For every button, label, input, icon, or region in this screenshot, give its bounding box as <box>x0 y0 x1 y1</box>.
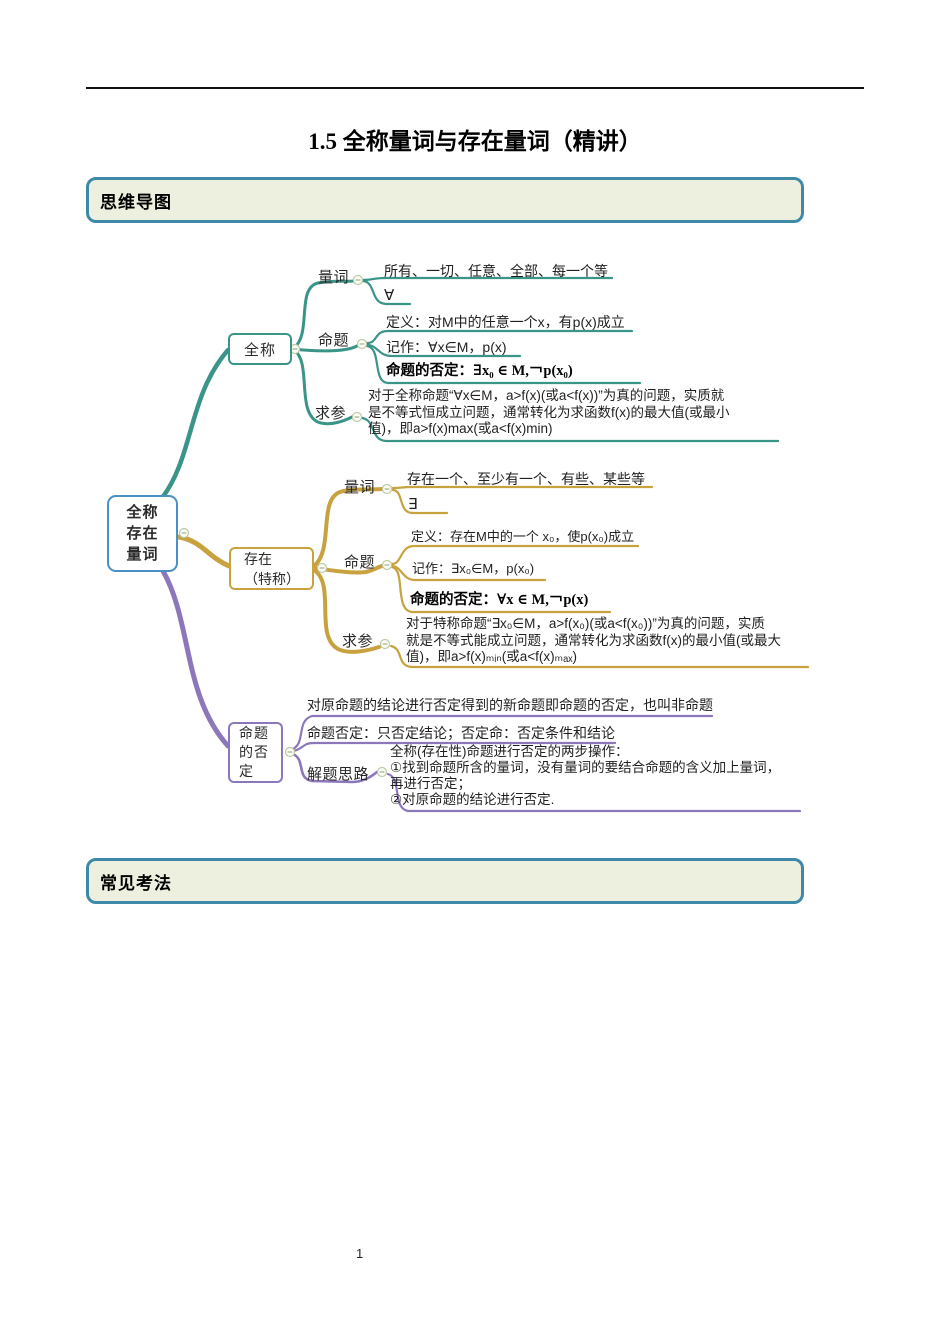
existential-quantifier-label: 量词 <box>344 479 376 496</box>
collapse-icon <box>316 562 328 574</box>
negation-line2: 命题否定：只否定结论；否定命：否定条件和结论 <box>307 725 615 741</box>
mindmap-root-node: 全称 存在 量词 <box>107 495 178 572</box>
section-header-exam-label: 常见考法 <box>100 873 172 893</box>
collapse-icon <box>381 559 393 571</box>
universal-param-text: 对于全称命题“∀x∈M，a>f(x)(或a<f(x))”为真的问题，实质就 是不… <box>368 388 730 436</box>
negation-line1: 对原命题的结论进行否定得到的新命题即命题的否定，也叫非命题 <box>307 697 713 713</box>
existential-negation: 命题的否定：∀x ∈ M,￢p(x) <box>410 592 589 608</box>
universal-negation: 命题的否定：∃x₀ ∈ M,￢p(x₀) <box>386 363 573 379</box>
collapse-icon <box>381 483 393 495</box>
existential-definition: 定义：存在M中的一个 x₀，使p(x₀)成立 <box>411 529 635 544</box>
existential-quantifier-symbol: ∃ <box>408 496 418 513</box>
existential-proposition-label: 命题 <box>344 554 376 571</box>
negation-approach-label: 解题思路 <box>307 766 370 783</box>
existential-notation: 记作：∃x₀∈M，p(x₀) <box>412 561 535 576</box>
collapse-icon <box>352 274 364 286</box>
collapse-icon <box>376 766 388 778</box>
universal-notation: 记作：∀x∈M，p(x) <box>386 339 507 355</box>
existential-quantifier-words: 存在一个、至少有一个、有些、某些等 <box>407 471 645 487</box>
section-header-mindmap-label: 思维导图 <box>100 192 172 212</box>
header-rule <box>86 87 864 89</box>
page-number: 1 <box>356 1246 364 1261</box>
universal-proposition-label: 命题 <box>318 332 350 349</box>
existential-param-label: 求参 <box>342 633 374 650</box>
universal-quantifier-words: 所有、一切、任意、全部、每一个等 <box>384 263 608 279</box>
existential-node: 存在 （特称） <box>229 547 314 590</box>
existential-param-text: 对于特称命题“∃x₀∈M，a>f(x₀)(或a<f(x₀))”为真的问题，实质 … <box>406 616 781 664</box>
collapse-icon <box>284 746 296 758</box>
collapse-icon <box>356 338 368 350</box>
universal-node: 全称 <box>228 333 292 365</box>
negation-approach-text: 全称(存在性)命题进行否定的两步操作： ①找到命题所含的量词，没有量词的要结合命… <box>390 744 781 807</box>
collapse-icon <box>351 411 363 423</box>
section-header-exam: 常见考法 <box>86 858 804 904</box>
section-header-mindmap: 思维导图 <box>86 177 804 223</box>
negation-node: 命题 的否 定 <box>228 722 283 783</box>
collapse-icon <box>178 527 190 539</box>
universal-definition: 定义：对M中的任意一个x，有p(x)成立 <box>386 314 625 330</box>
collapse-icon <box>379 638 391 650</box>
universal-quantifier-label: 量词 <box>318 269 350 286</box>
universal-param-label: 求参 <box>315 405 347 422</box>
page-title: 1.5 全称量词与存在量词（精讲） <box>308 129 642 154</box>
universal-quantifier-symbol: ∀ <box>384 287 395 304</box>
